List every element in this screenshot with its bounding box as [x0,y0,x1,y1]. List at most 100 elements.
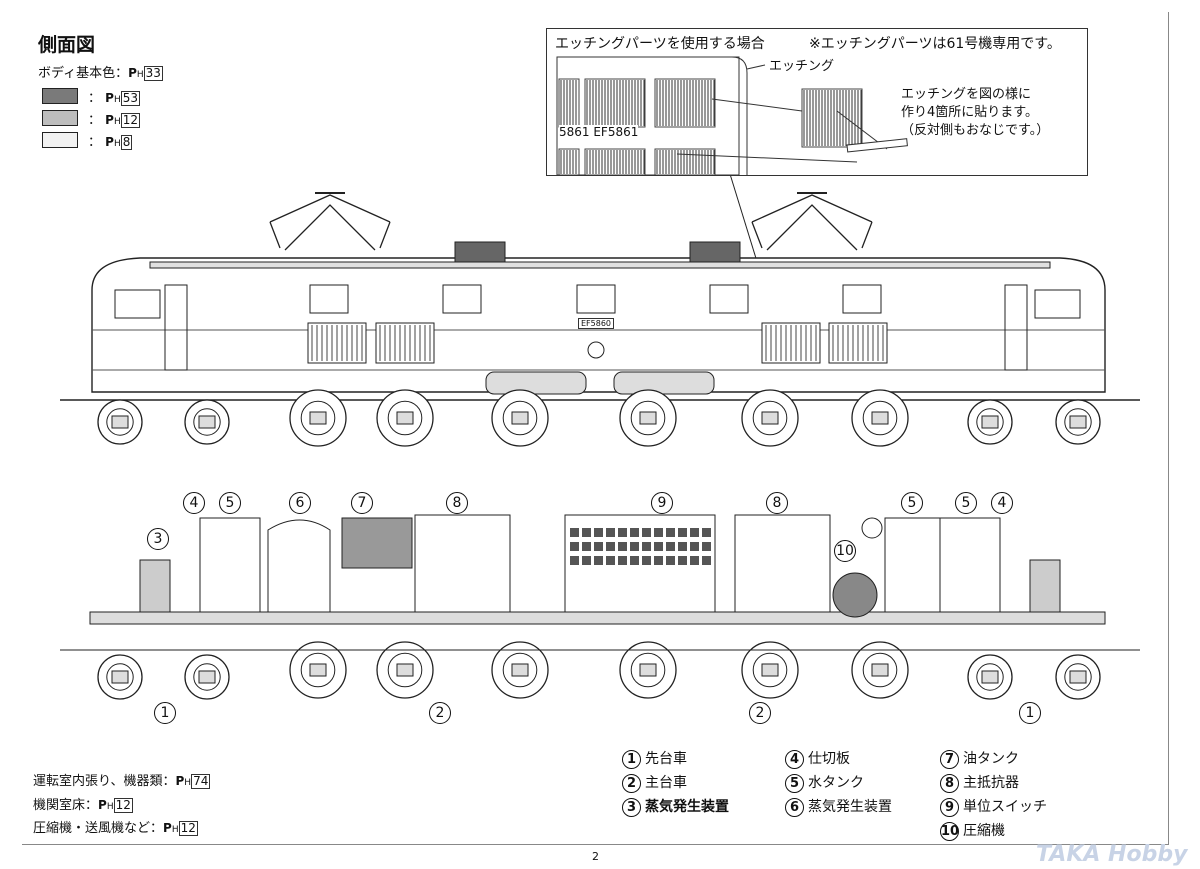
switch-cell [630,542,639,551]
toshiba-emblem [587,341,605,359]
main-truck-wheel-rim [300,400,336,436]
main-truck-wheel-rim [300,652,336,688]
instruction-line-1: エッチングを図の様に [901,87,1032,102]
lead-truck-wheel-rim [193,408,221,436]
main-reservoir [485,371,587,395]
main-truck-wheel-axlebox [871,411,889,425]
legend-number: 2 [622,774,641,793]
swatch-dark [42,88,78,104]
lead-truck-wheel-rim [976,663,1004,691]
legend-text: 単位スイッチ [963,799,1047,815]
callout-3: 3 [147,528,169,550]
main-truck-wheel-rim [862,400,898,436]
lead-truck-wheel-rim [193,663,221,691]
switch-cell [630,528,639,537]
side-window [309,284,349,314]
cab-door [1004,284,1028,371]
switch-cell [678,542,687,551]
legend-number: 1 [622,750,641,769]
legend-text: 蒸気発生装置 [808,799,892,815]
water-tank [884,517,941,613]
roof-equipment [454,241,506,263]
legend-text: 仕切板 [808,751,850,767]
callout-6: 6 [289,492,311,514]
water-tank [939,517,1001,613]
main-truck-wheel-rim [387,400,423,436]
legend-number: 5 [785,774,804,793]
legend-number: 9 [940,798,959,817]
switch-cell [594,542,603,551]
switch-cell [618,556,627,565]
inset-note: ※エッチングパーツは61号機専用です。 [809,36,1061,52]
side-window [709,284,749,314]
inset-heading: エッチングパーツを使用する場合 [555,36,765,52]
switch-cell [678,528,687,537]
oil-tank [341,517,413,569]
main-truck-wheel-axlebox [396,663,414,677]
valve-wheel [861,517,883,539]
callout-7: 7 [351,492,373,514]
main-truck-wheel-axlebox [639,663,657,677]
side-window [842,284,882,314]
callout-8: 8 [446,492,468,514]
main-truck-wheel-axlebox [639,411,657,425]
etching-detail-drawing [556,56,908,175]
switch-cell [606,556,615,565]
callout-5: 5 [219,492,241,514]
lead-truck-wheel-rim [1064,663,1092,691]
side-window [442,284,482,314]
lead-truck-wheel-axlebox [111,670,129,684]
main-truck-wheel-axlebox [396,411,414,425]
legend-text: 先台車 [645,751,687,767]
lead-truck-wheel-rim [106,408,134,436]
page-border [22,12,1169,845]
switch-cell [642,556,651,565]
lead-truck-wheel-rim [1064,408,1092,436]
switch-cell [666,556,675,565]
legend-text: 蒸気発生装置 [645,799,729,815]
cab-window [1034,289,1081,319]
lead-truck-wheel-axlebox [1069,670,1087,684]
cab-window [114,289,161,319]
switch-cell [594,528,603,537]
switch-cell [702,528,711,537]
main-truck-wheel-axlebox [309,663,327,677]
main-reservoir [613,371,715,395]
swatch-medium [42,110,78,126]
callout-2: 2 [749,702,771,724]
callout-9: 9 [651,492,673,514]
main-truck-wheel-rim [387,652,423,688]
paint-code-prefix: PH [128,66,144,80]
lead-truck-wheel-axlebox [981,415,999,429]
callout-5: 5 [901,492,923,514]
lead-truck-wheel-axlebox [198,415,216,429]
main-resistor [734,514,831,613]
legend-number: 8 [940,774,959,793]
swatch-light [42,132,78,148]
main-truck-wheel-axlebox [761,411,779,425]
switch-cell [582,528,591,537]
legend-text: 主抵抗器 [963,775,1019,791]
legend-number: 3 [622,798,641,817]
plate-text: 5861 EF5861 [559,125,639,139]
main-truck-wheel-rim [630,652,666,688]
cab-door [164,284,188,371]
callout-8: 8 [766,492,788,514]
etching-label: エッチング [769,59,835,74]
water-tank [199,517,261,613]
switch-cell [666,528,675,537]
switch-cell [606,542,615,551]
switch-cell [594,556,603,565]
legend-number: 4 [785,750,804,769]
roof-equipment [689,241,741,263]
switch-cell [606,528,615,537]
page-title: 側面図 [38,34,96,56]
